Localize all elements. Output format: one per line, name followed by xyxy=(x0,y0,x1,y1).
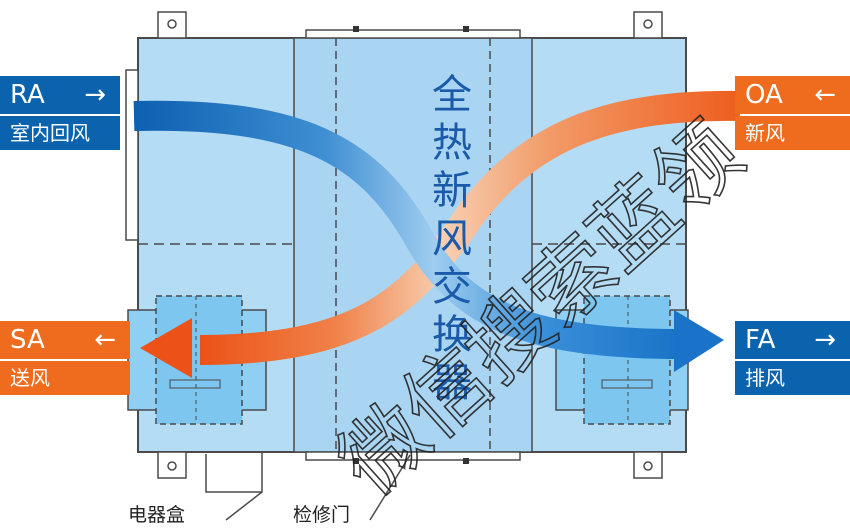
exhaust-airflow-band xyxy=(133,100,681,359)
screw-mark xyxy=(353,458,359,464)
unit-title-char: 风 xyxy=(432,216,472,262)
unit-title-char: 热 xyxy=(432,120,472,166)
supply-airflow-arrowhead xyxy=(140,318,192,378)
fa-port-tag: FA → 排风 xyxy=(735,321,850,395)
exhaust-fan xyxy=(555,295,689,425)
electric-box-leader xyxy=(205,452,263,493)
oa-code: OA xyxy=(745,80,783,110)
sa-name: 送风 xyxy=(0,361,130,395)
unit-title-char: 交 xyxy=(432,264,472,310)
ra-name: 室内回风 xyxy=(0,116,120,150)
electric-box-label: 电器盒 xyxy=(128,504,186,526)
electric-box-leader xyxy=(225,491,263,521)
access-door-label: 检修门 xyxy=(293,504,351,526)
supply-airflow-band xyxy=(199,90,741,365)
oa-arrow: ← xyxy=(814,80,836,110)
access-door-lip-top xyxy=(305,29,521,39)
fa-name: 排风 xyxy=(735,361,850,395)
sa-code: SA xyxy=(10,325,45,355)
ra-code: RA xyxy=(10,80,45,110)
unit-title-char: 器 xyxy=(432,360,472,406)
screw-mark xyxy=(463,458,469,464)
access-door-lip-bottom xyxy=(305,451,521,461)
screw-mark xyxy=(463,26,469,32)
screw-mark xyxy=(353,26,359,32)
fa-code: FA xyxy=(745,325,776,355)
oa-name: 新风 xyxy=(735,116,850,150)
sa-port-tag: SA ← 送风 xyxy=(0,321,130,395)
sa-arrow: ← xyxy=(94,325,116,355)
unit-title-char: 新 xyxy=(432,168,472,214)
ra-duct-collar xyxy=(125,69,139,241)
fa-arrow: → xyxy=(814,325,836,355)
ra-port-tag: RA → 室内回风 xyxy=(0,76,120,150)
exhaust-airflow-arrowhead xyxy=(674,310,724,372)
mount-bracket xyxy=(157,11,663,479)
unit-title-char: 全 xyxy=(432,72,472,118)
oa-port-tag: OA ← 新风 xyxy=(735,76,850,150)
access-door-leader xyxy=(369,454,411,521)
ra-arrow: → xyxy=(84,80,106,110)
unit-title-char: 换 xyxy=(432,312,472,358)
